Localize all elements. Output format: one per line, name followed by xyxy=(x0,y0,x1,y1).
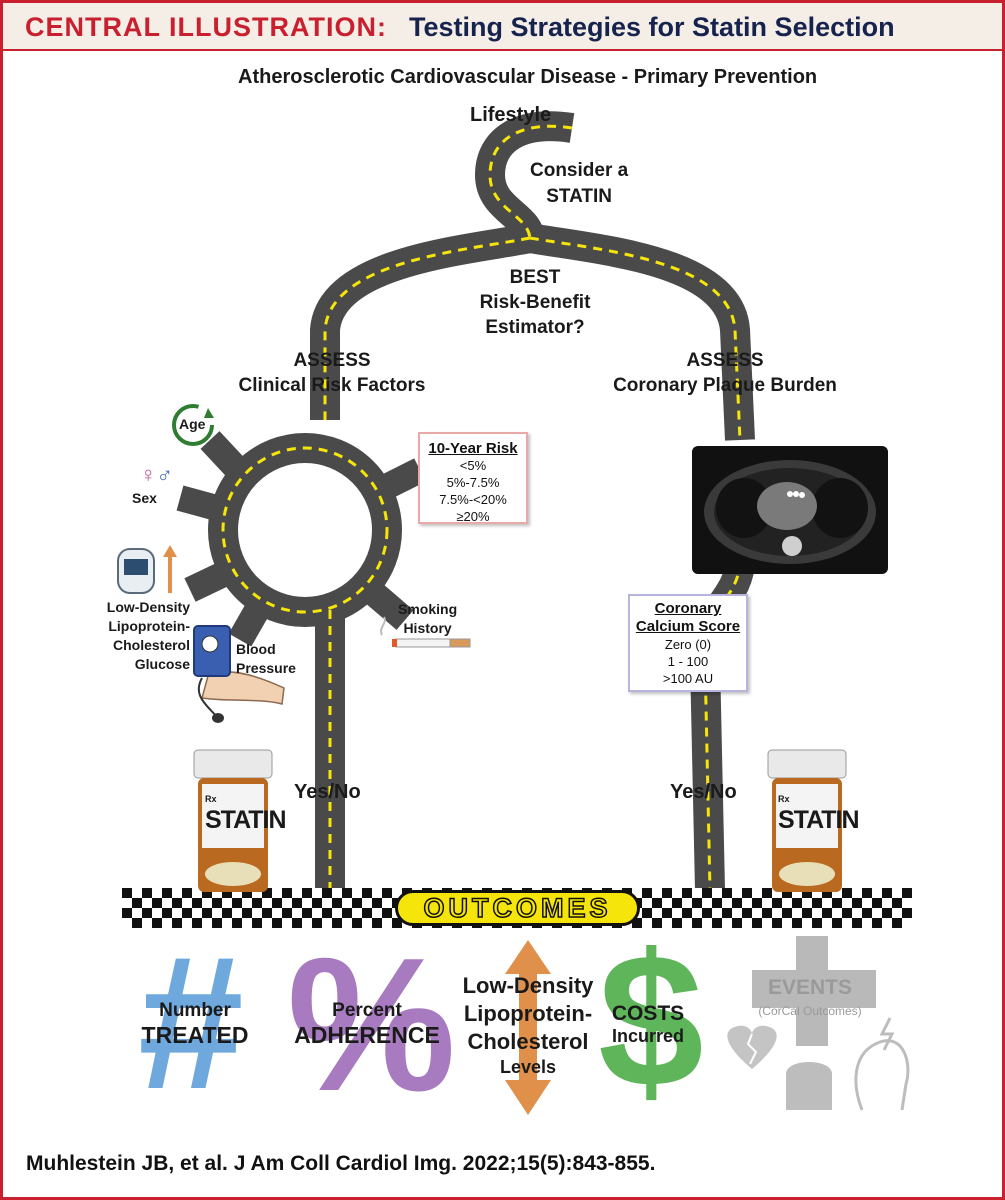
top-title: Atherosclerotic Cardiovascular Disease -… xyxy=(238,66,818,88)
outcomes-banner: OUTCOMES xyxy=(395,890,640,926)
sex-icon: ♀♂ xyxy=(140,462,173,487)
decision-right: Yes/No xyxy=(670,781,737,803)
bottle-label-right: STATIN xyxy=(778,806,860,834)
sex-label: Sex xyxy=(132,490,157,506)
header-title: Testing Strategies for Statin Selection xyxy=(409,12,895,42)
spoke-sex xyxy=(176,485,228,523)
bottle-rx-left: Rx xyxy=(205,794,217,804)
cigarette-icon xyxy=(380,616,471,648)
header-label: CENTRAL ILLUSTRATION: xyxy=(25,12,387,42)
glucose-meter-icon xyxy=(117,545,177,594)
costs-glyph: $ xyxy=(598,915,704,1127)
blood-pressure-cuff-icon xyxy=(193,625,285,723)
bottle-rx-right: Rx xyxy=(778,794,790,804)
citation: Muhlestein JB, et al. J Am Coll Cardiol … xyxy=(26,1152,656,1175)
calcium-score-box: Coronary Calcium Score Zero (0) 1 - 100 … xyxy=(628,594,748,692)
number-treated-label: Number TREATED xyxy=(141,1000,249,1048)
spoke-ldl xyxy=(184,558,238,602)
statin-bottle-left-icon xyxy=(193,749,273,892)
ten-year-risk-box: 10-Year Risk <5% 5%-7.5% 7.5%-<20% ≥20% xyxy=(418,432,528,524)
ten-year-risk-title: 10-Year Risk xyxy=(428,440,518,457)
double-arrow-icon xyxy=(505,940,551,1115)
ct-scan-image xyxy=(692,446,888,574)
number-treated-glyph: # xyxy=(138,917,244,1129)
events-icons xyxy=(727,936,910,1111)
age-label: Age xyxy=(179,416,206,432)
spoke-bp xyxy=(228,598,272,647)
percent-adherence-label: Percent ADHERENCE xyxy=(294,1000,440,1048)
percent-adherence-glyph: % xyxy=(287,919,456,1131)
brain-head-icon xyxy=(854,1039,910,1111)
spoke-smoking xyxy=(361,580,414,630)
costs-label: COSTS Incurred xyxy=(611,1002,685,1046)
spoke-risk xyxy=(374,458,426,502)
age-icon xyxy=(172,404,214,446)
statin-bottle-right-icon xyxy=(767,749,847,892)
header-bar: CENTRAL ILLUSTRATION: Testing Strategies… xyxy=(3,3,1002,51)
spoke-age xyxy=(200,431,248,479)
decision-left: Yes/No xyxy=(294,781,361,803)
events-label: EVENTS (CorCal Outcomes) xyxy=(758,976,862,1018)
tombstone-icon xyxy=(786,1062,832,1110)
bottle-label-left: STATIN xyxy=(205,806,287,834)
lifestyle-label: Lifestyle xyxy=(470,104,552,126)
ldl-levels-label: Low-Density Lipoprotein- Cholesterol Lev… xyxy=(462,973,594,1077)
